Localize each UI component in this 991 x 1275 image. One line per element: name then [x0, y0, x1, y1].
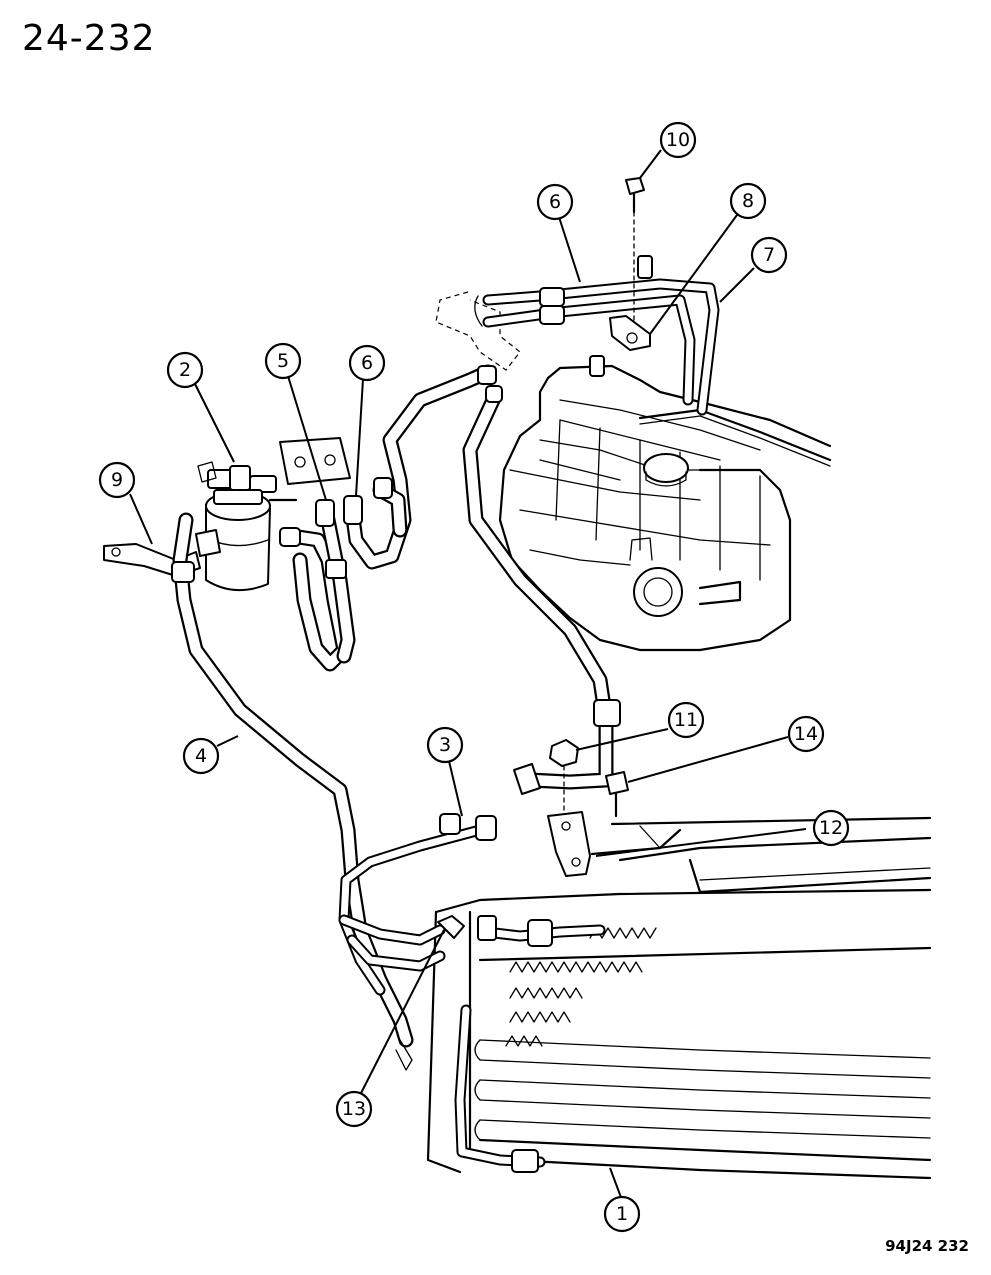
condenser-icon	[338, 816, 932, 1180]
fitting-icon	[338, 813, 497, 996]
hose-icon	[343, 364, 497, 570]
callout-label: 7	[763, 244, 775, 266]
callout-label: 5	[277, 350, 289, 372]
bolt-icon	[625, 177, 645, 321]
callout-label: 4	[195, 745, 207, 767]
callout-13: 13	[335, 1090, 373, 1128]
hose-icon	[279, 499, 356, 672]
clamp-icon	[609, 315, 651, 351]
callout-label: 8	[742, 190, 754, 212]
callout-2: 2	[166, 351, 204, 389]
nut-icon	[549, 739, 579, 821]
callout-label: 1	[616, 1203, 628, 1225]
figure-code: 94J24 232	[885, 1237, 969, 1255]
callout-10: 10	[659, 121, 697, 159]
callout-label: 6	[549, 191, 561, 213]
callout-14: 14	[787, 715, 825, 753]
callout-9: 9	[98, 461, 136, 499]
suction-line-icon	[474, 255, 720, 416]
callout-label: 12	[819, 817, 843, 839]
callout-11: 11	[667, 701, 705, 739]
callout-label: 2	[179, 359, 191, 381]
callout-label: 11	[674, 709, 698, 731]
callout-label: 10	[666, 129, 690, 151]
callout-5: 5	[264, 342, 302, 380]
callout-6-mid: 6	[348, 344, 386, 382]
callout-7: 7	[750, 236, 788, 274]
leaders	[129, 149, 807, 1201]
liquid-line-icon	[171, 512, 414, 1048]
callout-8: 8	[729, 182, 767, 220]
callout-label: 3	[439, 734, 451, 756]
bolt-icon	[605, 771, 629, 818]
discharge-hose-icon	[462, 385, 621, 795]
callout-6-top: 6	[536, 183, 574, 221]
callout-12: 12	[812, 809, 850, 847]
callout-3: 3	[426, 726, 464, 764]
callout-1: 1	[603, 1195, 641, 1233]
receiver-drier-icon	[195, 437, 351, 592]
callout-label: 13	[342, 1098, 366, 1120]
callout-4: 4	[182, 737, 220, 775]
callout-label: 6	[361, 352, 373, 374]
callout-label: 9	[111, 469, 123, 491]
page-number: 24-232	[22, 18, 156, 59]
engine-icon	[435, 291, 832, 652]
callout-label: 14	[794, 723, 818, 745]
bracket-icon	[547, 811, 682, 877]
